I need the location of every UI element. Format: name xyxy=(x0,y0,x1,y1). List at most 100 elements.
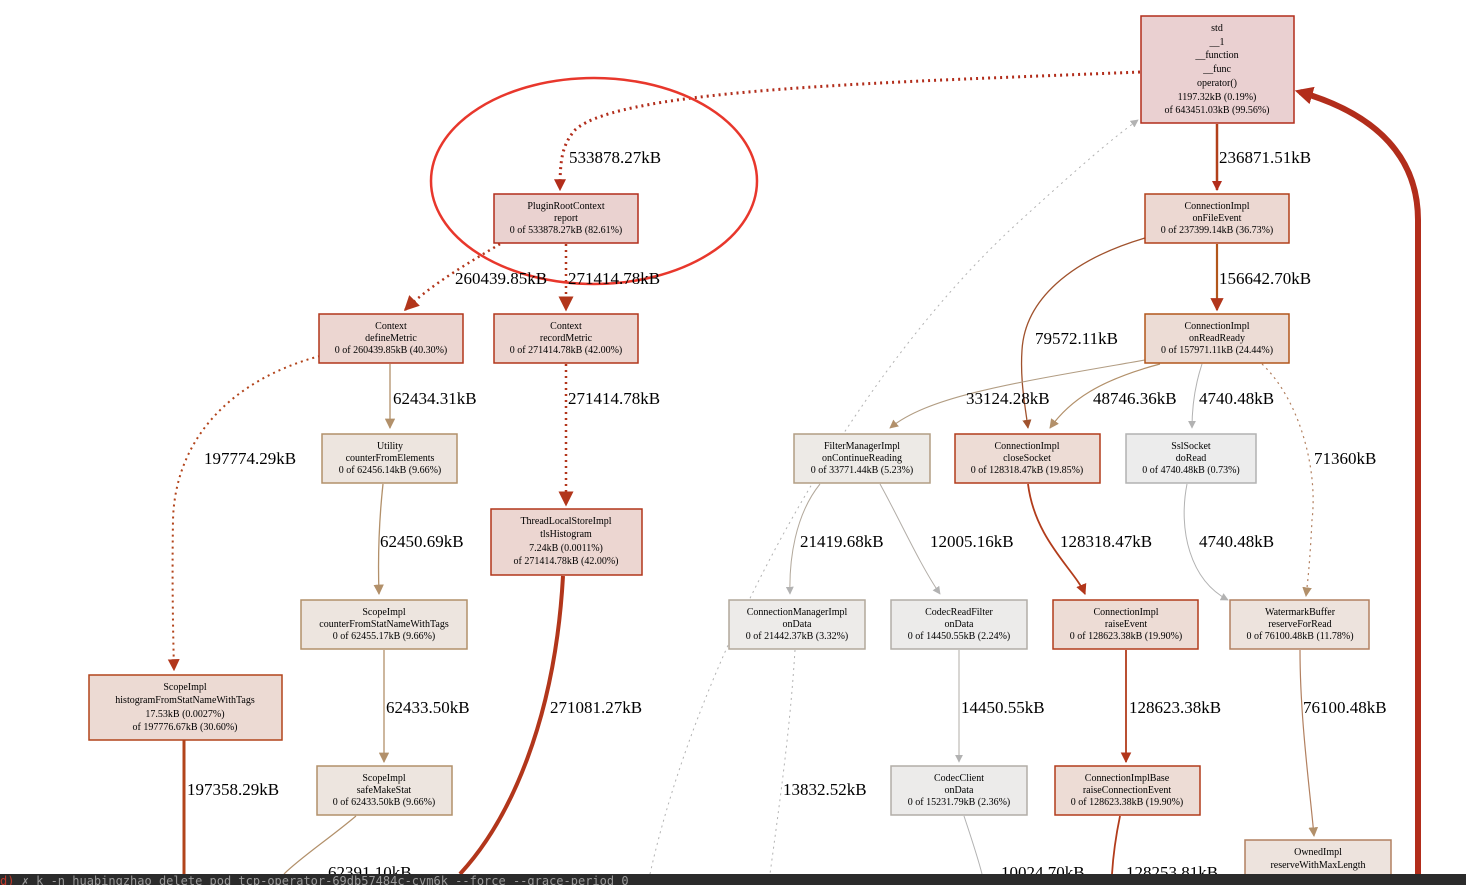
graph-node[interactable]: ConnectionImpl closeSocket 0 of 128318.4… xyxy=(954,433,1101,484)
edge-base-out xyxy=(1111,815,1121,874)
edge-close-to-raiseevent xyxy=(1027,483,1087,595)
node-line: 7.24kB (0.0011%) xyxy=(529,543,603,554)
edge-watermark-to-owned xyxy=(1299,649,1319,837)
edge-label: 271414.78kB xyxy=(568,389,660,408)
node-line: 0 of 237399.14kB (36.73%) xyxy=(1161,225,1274,236)
terminal-command: ✗ k -n huabingzhao delete pod tcp-operat… xyxy=(14,874,629,885)
graph-node[interactable]: FilterManagerImpl onContinueReading 0 of… xyxy=(793,433,931,484)
edge-onread-to-watermark xyxy=(1261,363,1314,597)
graph-node[interactable]: ScopeImpl safeMakeStat 0 of 62433.50kB (… xyxy=(316,765,453,816)
node-line: 0 of 128318.47kB (19.85%) xyxy=(971,465,1084,476)
edge-label: 271081.27kB xyxy=(550,698,642,717)
graph-node[interactable]: ThreadLocalStoreImpl tlsHistogram 7.24kB… xyxy=(490,508,643,576)
graph-node[interactable]: Context recordMetric 0 of 271414.78kB (4… xyxy=(493,313,639,364)
node-line: ConnectionImplBase xyxy=(1085,773,1170,784)
highlight-circle xyxy=(429,76,759,286)
edge-label: 71360kB xyxy=(1314,449,1376,468)
terminal-bar[interactable]: d) ✗ k -n huabingzhao delete pod tcp-ope… xyxy=(0,874,1466,885)
node-line: ConnectionImpl xyxy=(1185,201,1250,212)
graph-node[interactable]: Utility counterFromElements 0 of 62456.1… xyxy=(321,433,458,484)
node-line: 0 of 128623.38kB (19.90%) xyxy=(1071,797,1184,808)
terminal-line[interactable]: d) ✗ k -n huabingzhao delete pod tcp-ope… xyxy=(0,875,629,885)
node-line: 0 of 14450.55kB (2.24%) xyxy=(908,631,1011,642)
node-line: ConnectionManagerImpl xyxy=(747,607,848,618)
node-line: std xyxy=(1211,23,1223,34)
node-line: __function xyxy=(1194,50,1238,61)
edge-label: 13832.52kB xyxy=(783,780,867,799)
node-line: onFileEvent xyxy=(1193,213,1242,224)
graph-node[interactable]: ConnectionImplBase raiseConnectionEvent … xyxy=(1054,765,1201,816)
edge-label: 128253.81kB xyxy=(1126,863,1218,874)
edge-label: 12005.16kB xyxy=(930,532,1014,551)
edges-layer xyxy=(167,70,1421,874)
edge-label: 48746.36kB xyxy=(1093,389,1177,408)
edge-label: 62391.10kB xyxy=(328,863,412,874)
node-line: counterFromElements xyxy=(346,453,435,464)
node-line: __func xyxy=(1202,64,1231,75)
edge-label: 533878.27kB xyxy=(569,148,661,167)
edge-onread-to-filter xyxy=(889,359,1146,429)
node-line: counterFromStatNameWithTags xyxy=(319,619,449,630)
graph-node[interactable]: std __1 __function __func operator() 119… xyxy=(1140,15,1295,124)
graph-node[interactable]: CodecClient onData 0 of 15231.79kB (2.36… xyxy=(890,765,1028,816)
edge-label: 156642.70kB xyxy=(1219,269,1311,288)
node-line: 17.53kB (0.0027%) xyxy=(145,709,224,720)
graph-node[interactable]: PluginRootContext report 0 of 533878.27k… xyxy=(493,193,639,244)
edge-labels-layer: 533878.27kB 236871.51kB 260439.85kB 2714… xyxy=(187,148,1387,874)
edge-label: 62450.69kB xyxy=(380,532,464,551)
edge-ssl-to-watermark xyxy=(1183,483,1229,601)
node-line: of 271414.78kB (42.00%) xyxy=(514,556,619,567)
node-line: CodecReadFilter xyxy=(925,607,993,618)
edge-label: 14450.55kB xyxy=(961,698,1045,717)
graph-node[interactable]: ConnectionImpl raiseEvent 0 of 128623.38… xyxy=(1052,599,1199,650)
terminal-prompt: d) xyxy=(0,874,15,885)
edge-label: 271414.78kB xyxy=(568,269,660,288)
graph-node[interactable]: OwnedImpl reserveWithMaxLength xyxy=(1244,839,1392,874)
edge-label: 4740.48kB xyxy=(1199,389,1274,408)
node-line: of 643451.03kB (99.56%) xyxy=(1165,105,1270,116)
node-line: onReadReady xyxy=(1189,333,1245,344)
node-line: onData xyxy=(945,785,974,796)
node-line: ScopeImpl xyxy=(163,682,207,693)
node-line: 0 of 15231.79kB (2.36%) xyxy=(908,797,1011,808)
edge-label: 128318.47kB xyxy=(1060,532,1152,551)
node-line: of 197776.67kB (30.60%) xyxy=(133,722,238,733)
node-line: safeMakeStat xyxy=(357,785,412,796)
edge-define-to-histogram xyxy=(167,355,321,672)
graph-node[interactable]: ConnectionManagerImpl onData 0 of 21442.… xyxy=(728,599,866,650)
edge-label: 260439.85kB xyxy=(455,269,547,288)
node-line: 0 of 62433.50kB (9.66%) xyxy=(333,797,436,808)
node-line: 0 of 128623.38kB (19.90%) xyxy=(1070,631,1183,642)
nodes-layer: std __1 __function __func operator() 119… xyxy=(88,15,1392,874)
graph-node[interactable]: WatermarkBuffer reserveForRead 0 of 7610… xyxy=(1229,599,1370,650)
edge-label: 79572.11kB xyxy=(1035,329,1118,348)
edge-label: 236871.51kB xyxy=(1219,148,1311,167)
node-line: reserveWithMaxLength xyxy=(1270,860,1365,871)
node-line: FilterManagerImpl xyxy=(824,441,900,452)
edge-label: 62434.31kB xyxy=(393,389,477,408)
edge-tls-out xyxy=(458,575,565,874)
graph-node[interactable]: ConnectionImpl onReadReady 0 of 157971.1… xyxy=(1144,313,1290,364)
node-line: ScopeImpl xyxy=(362,607,406,618)
graph-node[interactable]: CodecReadFilter onData 0 of 14450.55kB (… xyxy=(890,599,1028,650)
node-line: 0 of 62455.17kB (9.66%) xyxy=(333,631,436,642)
edge-onread-to-sslsocket xyxy=(1188,363,1203,429)
node-line: 0 of 533878.27kB (82.61%) xyxy=(510,225,623,236)
node-line: PluginRootContext xyxy=(527,201,604,212)
node-line: raiseConnectionEvent xyxy=(1083,785,1172,796)
edge-label: 76100.48kB xyxy=(1303,698,1387,717)
graph-node[interactable]: ScopeImpl histogramFromStatNameWithTags … xyxy=(88,674,283,741)
node-line: ConnectionImpl xyxy=(995,441,1060,452)
node-line: operator() xyxy=(1197,78,1237,89)
node-line: report xyxy=(554,213,578,224)
node-line: 0 of 157971.11kB (24.44%) xyxy=(1161,345,1273,356)
graph-node[interactable]: SslSocket doRead 0 of 4740.48kB (0.73%) xyxy=(1125,433,1257,484)
graph-node[interactable]: Context defineMetric 0 of 260439.85kB (4… xyxy=(318,313,464,364)
graph-node[interactable]: ScopeImpl counterFromStatNameWithTags 0 … xyxy=(300,599,468,650)
graph-node[interactable]: ConnectionImpl onFileEvent 0 of 237399.1… xyxy=(1144,193,1290,244)
node-line: reserveForRead xyxy=(1268,619,1331,630)
edge-label: 4740.48kB xyxy=(1199,532,1274,551)
edge-onfile-to-closesocket xyxy=(1020,237,1146,429)
edge-filter-to-connmgr xyxy=(785,483,821,595)
